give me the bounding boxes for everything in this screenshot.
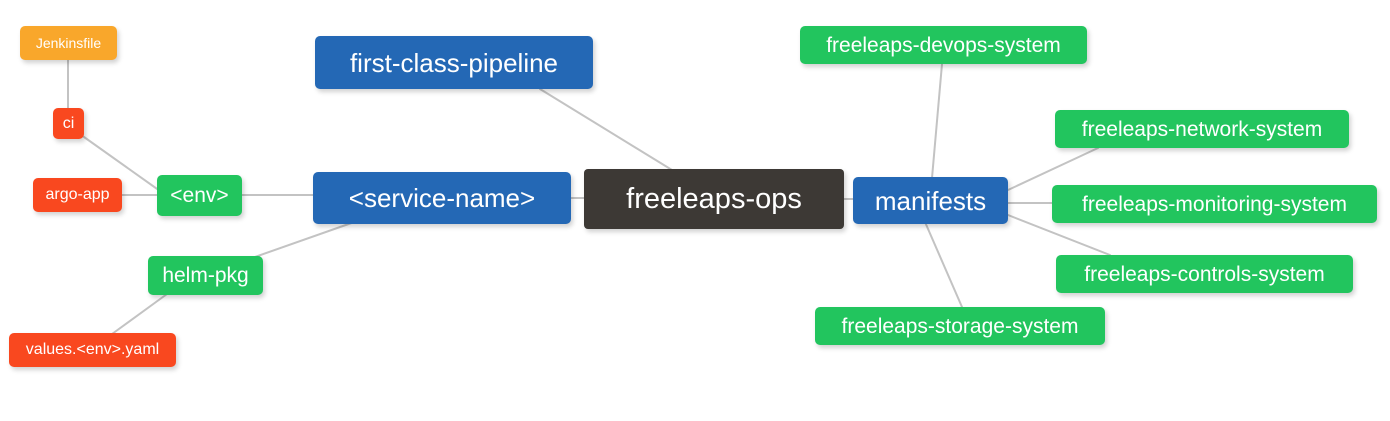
node-freeleaps-storage-system[interactable]: freeleaps-storage-system [815,307,1105,345]
node-values-yaml[interactable]: values.<env>.yaml [9,333,176,367]
node-freeleaps-monitoring-system[interactable]: freeleaps-monitoring-system [1052,185,1377,223]
node-freeleaps-ops[interactable]: freeleaps-ops [584,169,844,229]
node-first-class-pipeline[interactable]: first-class-pipeline [315,36,593,89]
node-ci[interactable]: ci [53,108,84,139]
node-freeleaps-network-system[interactable]: freeleaps-network-system [1055,110,1349,148]
node-helm-pkg[interactable]: helm-pkg [148,256,263,295]
edge-helmpkg-servicename [251,219,361,259]
edge-firstclasspipeline-freeleapsops [539,88,673,171]
edge-manifests-network [1007,147,1099,191]
node-env[interactable]: <env> [157,175,242,216]
node-jenkinsfile[interactable]: Jenkinsfile [20,26,117,60]
node-argo-app[interactable]: argo-app [33,178,122,212]
node-manifests[interactable]: manifests [853,177,1008,224]
edge-valuesyaml-helmpkg [111,293,168,335]
edge-manifests-storage [924,221,963,308]
node-freeleaps-devops-system[interactable]: freeleaps-devops-system [800,26,1087,64]
node-service-name[interactable]: <service-name> [313,172,571,224]
node-freeleaps-controls-system[interactable]: freeleaps-controls-system [1056,255,1353,293]
edge-manifests-devops [931,63,943,179]
